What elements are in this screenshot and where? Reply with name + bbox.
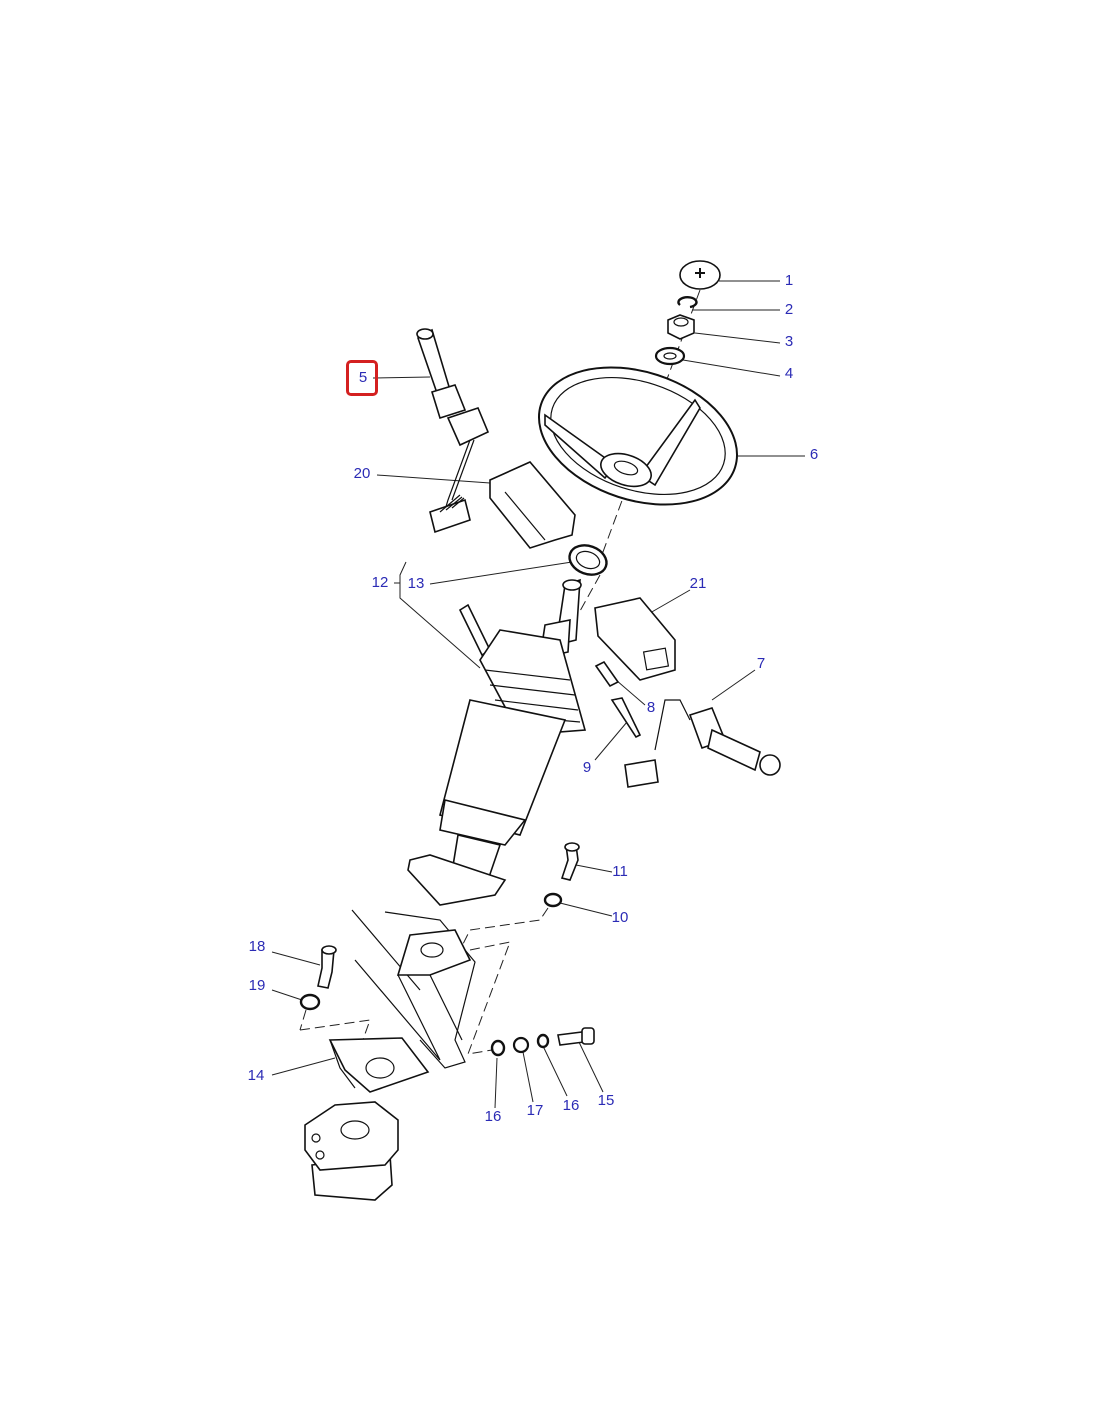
callout-14[interactable]: 14 bbox=[247, 1067, 265, 1084]
mounting-bracket bbox=[351, 909, 476, 1069]
mounting-plate-part-14 bbox=[328, 1037, 430, 1093]
nut-part-17 bbox=[512, 1036, 530, 1054]
highlight-box-part-5 bbox=[346, 360, 378, 396]
seal-part-13 bbox=[568, 544, 608, 576]
callout-6[interactable]: 6 bbox=[809, 446, 819, 463]
washer-part-10 bbox=[543, 892, 563, 908]
bolt-part-8 bbox=[594, 660, 620, 688]
switch-lever-part-5 bbox=[416, 328, 490, 534]
callout-1[interactable]: 1 bbox=[784, 272, 794, 289]
switch-lever-part-7 bbox=[624, 699, 781, 788]
callout-19[interactable]: 19 bbox=[248, 977, 266, 994]
washer-part-4 bbox=[654, 346, 686, 366]
callout-16-b[interactable]: 16 bbox=[562, 1097, 580, 1114]
callout-15[interactable]: 15 bbox=[597, 1092, 615, 1109]
callout-21[interactable]: 21 bbox=[689, 575, 707, 592]
bolt-part-15 bbox=[557, 1027, 595, 1046]
callout-8[interactable]: 8 bbox=[646, 699, 656, 716]
washer-part-16-a bbox=[490, 1039, 506, 1057]
column-cover-part-20 bbox=[489, 461, 576, 549]
callout-5[interactable]: 5 bbox=[358, 369, 368, 386]
callout-4[interactable]: 4 bbox=[784, 365, 794, 382]
pin-part-9 bbox=[610, 697, 642, 739]
callout-13[interactable]: 13 bbox=[407, 575, 425, 592]
leader-lines bbox=[271, 280, 805, 1109]
callout-7[interactable]: 7 bbox=[756, 655, 766, 672]
steering-wheel-part-6 bbox=[537, 366, 739, 506]
nut-part-3 bbox=[667, 314, 695, 340]
column-cover-part-21 bbox=[594, 597, 676, 681]
bolt-part-11 bbox=[560, 842, 580, 881]
callout-17[interactable]: 17 bbox=[526, 1102, 544, 1119]
callout-3[interactable]: 3 bbox=[784, 333, 794, 350]
steering-valve-unit bbox=[304, 1101, 399, 1201]
callout-10[interactable]: 10 bbox=[611, 909, 629, 926]
hub-cap-part-1 bbox=[679, 260, 721, 290]
callout-9[interactable]: 9 bbox=[582, 759, 592, 776]
callout-11[interactable]: 11 bbox=[612, 863, 628, 880]
callout-16-a[interactable]: 16 bbox=[484, 1108, 502, 1125]
bolt-part-18 bbox=[317, 945, 337, 989]
callout-12[interactable]: 12 bbox=[371, 574, 389, 591]
callout-2[interactable]: 2 bbox=[784, 301, 794, 318]
washer-part-19 bbox=[299, 993, 321, 1011]
steering-column-part-12 bbox=[407, 578, 587, 906]
washer-part-16-b bbox=[536, 1033, 550, 1049]
callout-20[interactable]: 20 bbox=[353, 465, 371, 482]
circlip-part-2 bbox=[677, 296, 698, 309]
callout-18[interactable]: 18 bbox=[248, 938, 266, 955]
